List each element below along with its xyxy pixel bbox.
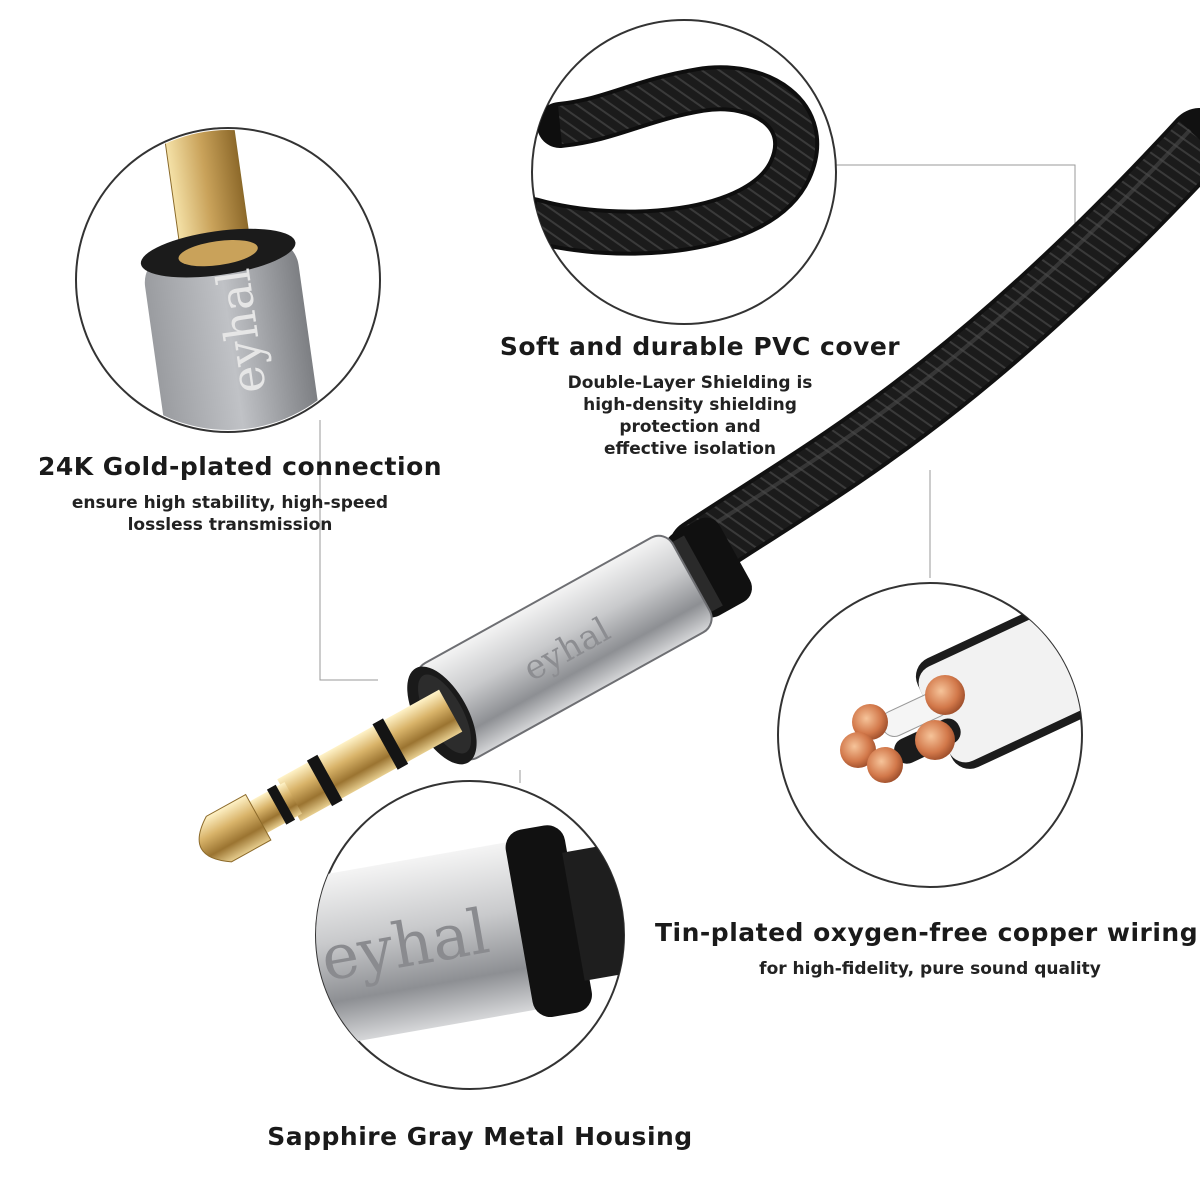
pvc-cover-title: Soft and durable PVC cover — [499, 332, 901, 361]
braided-cable-detail-circle — [531, 19, 837, 325]
gold-connection-desc-2: lossless transmission — [127, 515, 333, 535]
pvc-cover-desc-1: Double-Layer Shielding is — [567, 373, 813, 393]
copper-wiring-desc: for high-fidelity, pure sound quality — [759, 959, 1101, 979]
copper-wiring-detail-circle — [777, 582, 1083, 888]
gold-connection-desc-1: ensure high stability, high-speed — [71, 493, 389, 513]
gold-connection-title: 24K Gold-plated connection — [37, 452, 443, 481]
pvc-cover-desc-3: protection and — [619, 417, 761, 437]
copper-wiring-title: Tin-plated oxygen-free copper wiring — [655, 918, 1199, 947]
main-plug: eyhal — [198, 517, 752, 863]
metal-housing-detail-circle: eyhal — [315, 780, 625, 1090]
metal-housing-title: Sapphire Gray Metal Housing — [267, 1122, 693, 1151]
cable-body — [668, 108, 1200, 582]
pvc-cover-desc-4: effective isolation — [603, 439, 777, 459]
pvc-cover-desc-2: high-density shielding — [583, 395, 797, 415]
gold-pin-detail-circle: eyhal — [75, 127, 381, 433]
